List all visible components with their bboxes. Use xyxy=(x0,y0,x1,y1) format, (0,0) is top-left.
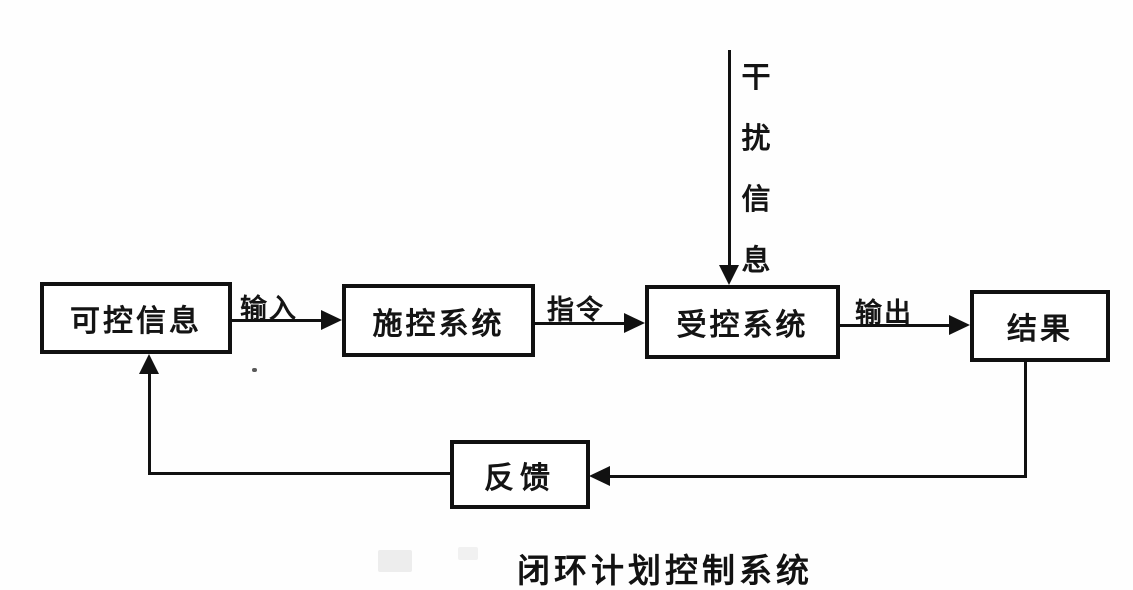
scan-smudge xyxy=(378,550,412,572)
feedback-right-line xyxy=(608,475,1027,478)
edge-label-command: 指令 xyxy=(547,295,605,325)
disturbance-label: 干 扰 信 息 xyxy=(740,54,772,279)
arrow-output-line xyxy=(840,324,952,327)
node-controlled-system: 受控系统 xyxy=(645,285,840,359)
node-controlling-system: 施控系统 xyxy=(342,284,535,357)
edge-label-output: 输出 xyxy=(855,298,913,328)
node-controllable-info: 可控信息 xyxy=(40,282,232,354)
node-feedback: 反馈 xyxy=(450,440,590,509)
scan-smudge xyxy=(458,547,478,560)
arrow-disturbance-line xyxy=(728,50,731,268)
disturbance-char: 信 xyxy=(741,184,771,216)
feedback-drop-line xyxy=(1024,360,1027,478)
arrow-input-head-icon xyxy=(321,310,342,330)
arrow-output-head-icon xyxy=(949,315,970,335)
feedback-left-line xyxy=(150,472,450,475)
arrow-command-head-icon xyxy=(624,313,645,333)
diagram-title: 闭环计划控制系统 xyxy=(517,552,813,589)
edge-label-input: 输入 xyxy=(240,294,298,324)
feedback-up-head-icon xyxy=(139,354,159,374)
disturbance-char: 干 xyxy=(741,62,771,94)
arrow-disturbance-head-icon xyxy=(719,265,739,285)
disturbance-char: 息 xyxy=(741,245,771,277)
feedback-rise-line xyxy=(148,372,151,475)
node-result: 结果 xyxy=(970,290,1110,362)
arrow-input-line xyxy=(230,319,324,322)
disturbance-char: 扰 xyxy=(741,123,771,155)
feedback-in-head-icon xyxy=(589,466,610,486)
arrow-command-line xyxy=(535,322,627,325)
scan-speck xyxy=(252,368,257,372)
